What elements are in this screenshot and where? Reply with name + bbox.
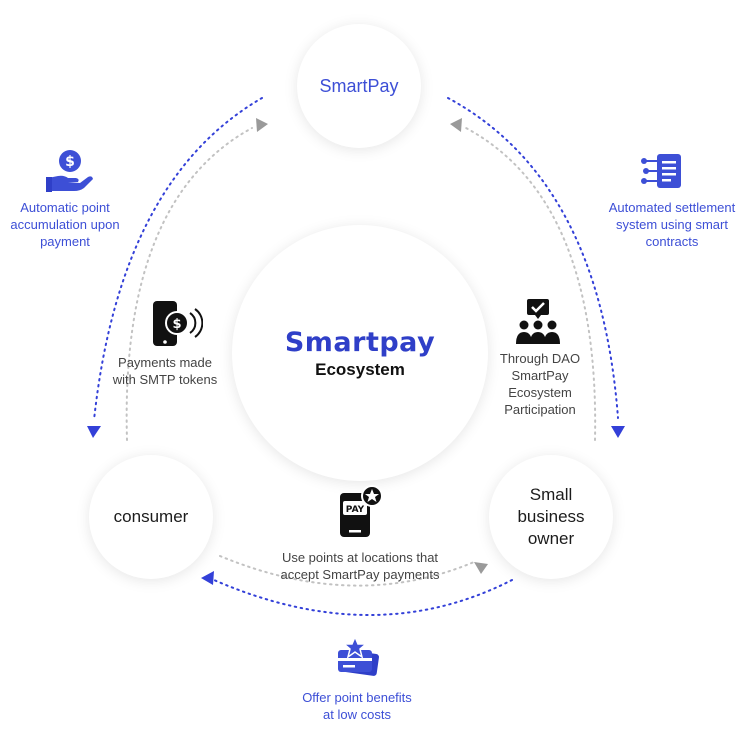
outer-left-line-1: Automatic point [20,200,110,215]
hand-coin-icon: $ [46,150,93,192]
inner-left-label: Payments made with SMTP tokens [95,354,235,388]
outer-left-line-2: accumulation upon [10,217,120,232]
inner-right-line-2: SmartPay [511,368,569,383]
node-business-line-1: Small [529,485,573,504]
outer-right-label: Automated settlement system using smart … [592,199,750,250]
arrowhead-inner-bottom [474,562,488,574]
arrowhead-inner-right [450,118,462,132]
arrowhead-inner-left [256,118,268,132]
outer-bottom-line-1: Offer point benefits [302,690,412,705]
arrowhead-outer-right [611,426,625,438]
node-small-business-owner: Small business owner [489,455,613,579]
center-circle: Smartpay Ecosystem [232,225,488,481]
smart-contract-document-icon [641,154,681,188]
inner-right-label: Through DAO SmartPay Ecosystem Participa… [484,350,596,418]
outer-left-label: Automatic point accumulation upon paymen… [0,199,130,250]
center-subtitle: Ecosystem [315,359,405,379]
node-consumer: consumer [89,455,213,579]
inner-left-line-1: Payments made [118,355,212,370]
pay-text: PAY [346,505,365,515]
node-smartpay-label: SmartPay [319,76,399,96]
phone-coin-icon: $ [153,301,203,346]
inner-right-line-4: Participation [504,402,576,417]
outer-bottom-line-2: at low costs [323,707,391,722]
outer-bottom-label: Offer point benefits at low costs [272,689,442,723]
dao-community-icon [516,299,560,344]
node-business-line-3: owner [527,529,575,548]
outer-right-line-1: Automated settlement [608,200,736,215]
inner-right-line-3: Ecosystem [508,385,572,400]
node-business-line-2: business [517,507,585,526]
inner-bottom-line-1: Use points at locations that [281,550,439,565]
svg-text:$: $ [172,317,181,332]
arrowhead-outer-bottom [201,571,214,585]
outer-arc-right [447,97,619,419]
brand-logo-text: Smartpay [284,326,436,358]
pay-phone-star-icon: PAY [340,485,383,537]
inner-arc-bottom [219,555,475,587]
svg-text:$: $ [65,154,75,170]
inner-left-line-2: with SMTP tokens [112,372,218,387]
inner-bottom-label: Use points at locations that accept Smar… [245,549,475,583]
outer-right-line-3: contracts [645,234,699,249]
cards-star-icon [338,636,379,676]
inner-arc-right [465,127,597,441]
node-consumer-label: consumer [113,507,189,526]
outer-right-line-2: system using smart [616,217,728,232]
outer-arc-left [93,97,263,421]
outer-arc-bottom [213,579,513,616]
inner-right-line-1: Through DAO [499,351,581,366]
arrowhead-outer-left [87,426,101,438]
inner-bottom-line-2: accept SmartPay payments [280,567,440,582]
outer-left-line-3: payment [40,234,90,249]
node-smartpay: SmartPay [297,24,421,148]
inner-arc-left [125,127,253,441]
